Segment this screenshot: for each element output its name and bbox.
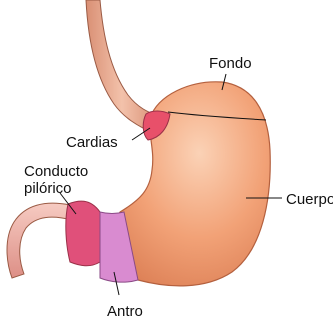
label-cardias: Cardias <box>66 134 118 151</box>
label-fondo: Fondo <box>209 55 252 72</box>
label-antro: Antro <box>107 303 143 320</box>
label-cuerpo: Cuerpo <box>286 191 333 208</box>
esophagus <box>86 0 158 132</box>
label-conducto-line2: pilórico <box>24 180 72 197</box>
pyloric-canal <box>66 201 100 266</box>
label-conducto-line1: Conducto <box>24 163 88 180</box>
duodenum <box>7 203 72 278</box>
